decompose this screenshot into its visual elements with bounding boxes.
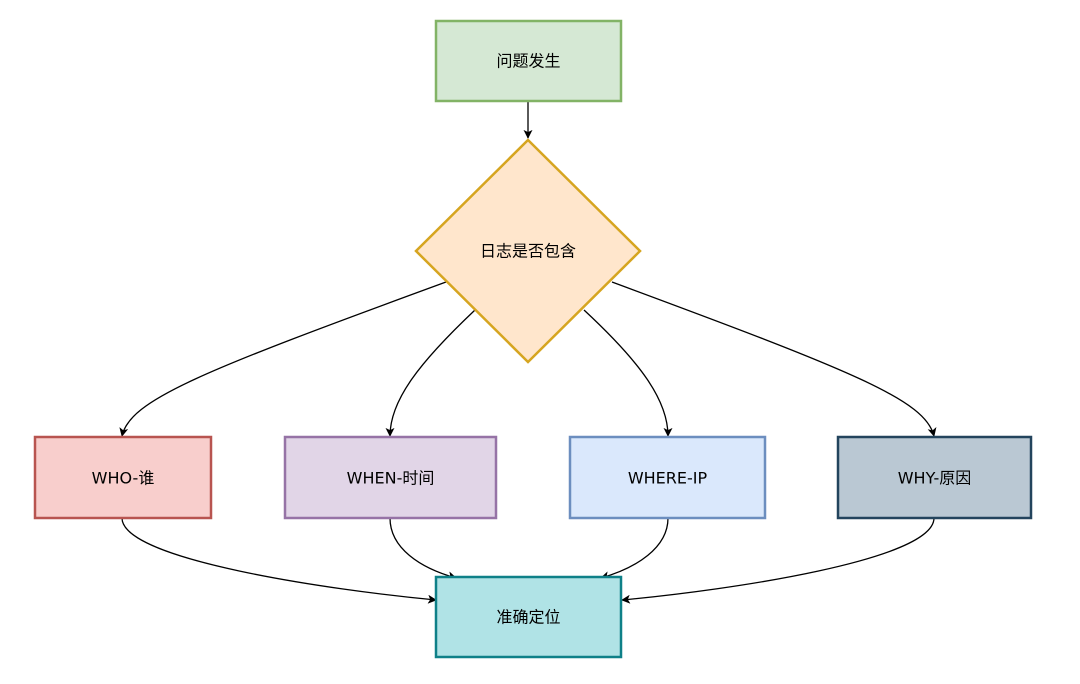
- node-decision-label: 日志是否包含: [480, 242, 576, 261]
- edge-why-to-result: [621, 517, 935, 604]
- node-decision[interactable]: 日志是否包含: [414, 138, 642, 364]
- edge-decision-to-where: [583, 309, 673, 437]
- node-where[interactable]: WHERE-IP: [568, 435, 767, 520]
- node-when[interactable]: WHEN-时间: [283, 435, 498, 520]
- node-start[interactable]: 问题发生: [434, 19, 623, 103]
- node-start-label: 问题发生: [496, 52, 560, 71]
- edge-decision-to-why: [611, 281, 937, 437]
- node-where-box: [568, 435, 767, 520]
- node-result[interactable]: 准确定位: [434, 575, 623, 659]
- node-why-label: WHY-原因: [898, 469, 972, 488]
- node-where-label: WHERE-IP: [628, 469, 708, 488]
- edge-when-to-result: [389, 517, 457, 581]
- edges: [119, 102, 937, 604]
- node-result-label: 准确定位: [496, 608, 560, 627]
- node-who[interactable]: WHO-谁: [33, 435, 213, 520]
- node-when-label: WHEN-时间: [347, 469, 435, 488]
- edge-where-to-result: [600, 517, 669, 581]
- node-why-box: [836, 435, 1033, 520]
- node-start-box: [434, 19, 623, 103]
- node-who-box: [33, 435, 213, 520]
- node-decision-diamond: [414, 138, 642, 364]
- edge-decision-to-when: [385, 309, 476, 437]
- edge-who-to-result: [121, 517, 437, 604]
- edge-decision-to-who: [119, 281, 447, 437]
- node-who-label: WHO-谁: [92, 469, 155, 488]
- node-when-box: [283, 435, 498, 520]
- node-result-box: [434, 575, 623, 659]
- node-why[interactable]: WHY-原因: [836, 435, 1033, 520]
